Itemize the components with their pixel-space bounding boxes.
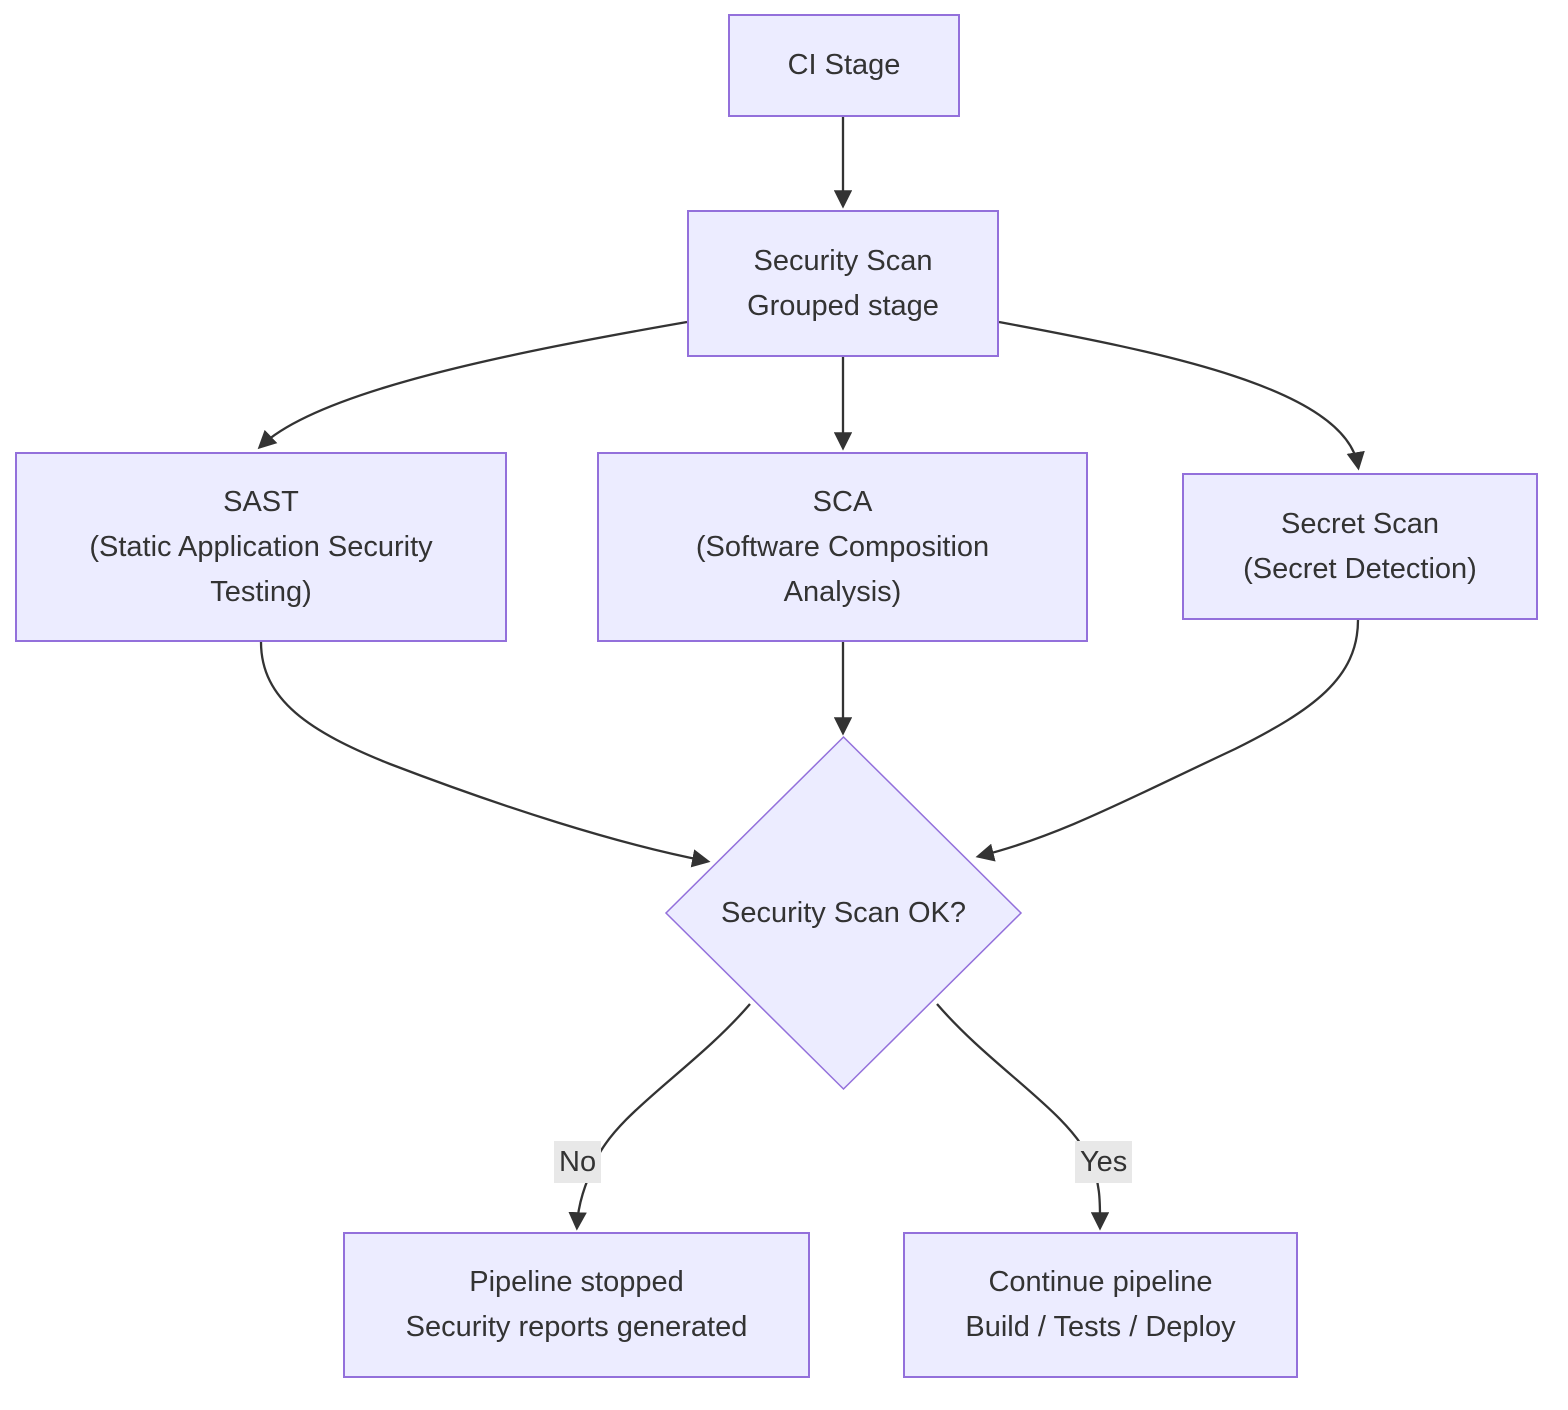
node-label-line: Build / Tests / Deploy	[965, 1311, 1236, 1343]
node-continue-pipeline: Continue pipeline Build / Tests / Deploy	[903, 1232, 1298, 1378]
node-ci-stage: CI Stage	[728, 14, 960, 117]
node-label-line: Testing)	[210, 575, 312, 608]
node-label-line: Secret Scan	[1281, 507, 1439, 540]
node-label-line: (Secret Detection)	[1243, 552, 1477, 585]
edge-secret-scan-to-decision	[975, 619, 1360, 862]
node-label-line: (Software Composition	[695, 530, 990, 563]
edge-decision-no-to-pipeline-stopped	[568, 1003, 751, 1231]
node-label-line: Security reports generated	[405, 1311, 748, 1343]
node-label-line: Grouped stage	[747, 289, 939, 322]
node-secret-scan: Secret Scan (Secret Detection)	[1182, 473, 1538, 620]
edge-decision-yes-to-continue-pipeline	[936, 1003, 1110, 1231]
node-label-line: SCA	[812, 485, 873, 518]
node-security-scan: Security Scan Grouped stage	[687, 210, 999, 357]
node-label-line: Continue pipeline	[988, 1266, 1213, 1298]
node-pipeline-stopped: Pipeline stopped Security reports genera…	[343, 1232, 810, 1378]
node-label-line: Pipeline stopped	[469, 1266, 684, 1298]
edge-label-no: No	[554, 1141, 602, 1183]
edge-label-yes: Yes	[1075, 1141, 1133, 1183]
edge-security-scan-to-sast	[257, 320, 688, 450]
edge-sast-to-decision	[259, 641, 711, 868]
node-sca: SCA (Software Composition Analysis)	[597, 452, 1088, 642]
node-decision-shape	[664, 735, 1023, 1091]
edge-security-scan-to-secret-scan	[998, 320, 1365, 471]
node-label-line: CI Stage	[787, 49, 901, 81]
node-label-line: Security Scan	[753, 244, 933, 277]
node-label-line: SAST	[223, 485, 299, 518]
node-label-line: Analysis)	[783, 575, 902, 608]
node-sast: SAST (Static Application Security Testin…	[15, 452, 507, 642]
node-label-line: (Static Application Security	[89, 530, 433, 563]
